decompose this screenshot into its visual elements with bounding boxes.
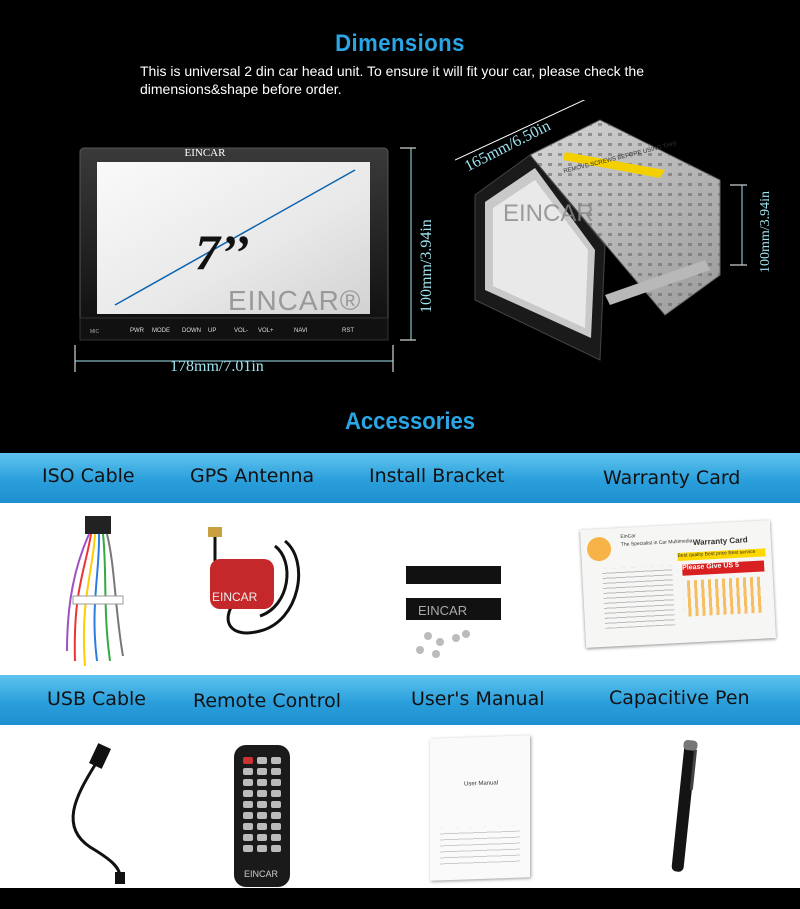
front-button-vol: VOL+	[258, 328, 274, 334]
remote-key	[271, 768, 281, 775]
gps-brand: EINCAR	[212, 590, 258, 604]
remote-key	[257, 823, 267, 830]
dimensions-intro: This is universal 2 din car head unit. T…	[140, 62, 700, 98]
intro-line-1: This is universal 2 din car head unit. T…	[140, 63, 644, 79]
mic-label: MIC	[90, 329, 100, 335]
accessory-band-1: ISO Cable GPS Antenna Install Bracket Wa…	[0, 453, 800, 503]
front-button-rst: RST	[342, 328, 354, 334]
remote-key	[243, 812, 253, 819]
usb-cable-image	[71, 743, 125, 884]
remote-key	[243, 779, 253, 786]
label-remote-control: Remote Control	[193, 690, 342, 712]
remote-key	[271, 845, 281, 852]
svg-text:EINCAR: EINCAR	[418, 603, 467, 618]
remote-key	[271, 834, 281, 841]
diagonal-indicator	[114, 169, 356, 306]
label-warranty-card: Warranty Card	[603, 467, 741, 489]
capacitive-pen-image	[671, 740, 698, 872]
remote-key	[243, 823, 253, 830]
warranty-best: Best quality Best price Best service	[677, 548, 766, 561]
remote-key	[271, 812, 281, 819]
label-install-bracket: Install Bracket	[369, 465, 505, 487]
side-brand-watermark: EINCAR	[503, 200, 594, 227]
height-dimension: 100mm/3.94in	[418, 219, 435, 313]
remote-key	[271, 779, 281, 786]
head-unit-front: MIC PWR MODE DOWN UP VOL- VOL+ NAVI RST	[74, 147, 416, 372]
remote-key	[271, 757, 281, 764]
flower-decoration	[586, 536, 612, 562]
width-dimension: 178mm/7.01in	[170, 358, 264, 375]
accessory-images-row-1: EINCAR EINCAR EinCar The Specialist in C…	[0, 503, 800, 675]
iso-cable-image	[66, 516, 124, 667]
side-height-dimension: 100mm/3.94in	[758, 190, 773, 273]
accessories-title: Accessories	[344, 408, 476, 435]
install-bracket-image: EINCAR	[406, 566, 501, 658]
remote-key	[257, 779, 267, 786]
remote-key	[243, 790, 253, 797]
label-capacitive-pen: Capacitive Pen	[609, 687, 750, 709]
remote-key	[257, 812, 267, 819]
remote-key	[257, 834, 267, 841]
warranty-company: EinCar	[620, 533, 636, 540]
label-iso-cable: ISO Cable	[42, 465, 135, 487]
front-button-vol: VOL-	[234, 328, 248, 334]
remote-key	[257, 801, 267, 808]
remote-key	[271, 790, 281, 797]
front-button-navi: NAVI	[294, 328, 308, 334]
warranty-tagline: The Specialist in Car Multimedia	[620, 538, 693, 548]
label-gps-antenna: GPS Antenna	[190, 465, 315, 487]
warranty-ribbon: Please Give US 5	[681, 560, 765, 576]
intro-line-2: dimensions&shape before order.	[140, 81, 342, 97]
remote-key	[271, 801, 281, 808]
users-manual-image: User Manual	[430, 735, 530, 881]
label-usb-cable: USB Cable	[47, 688, 146, 710]
front-button-up: UP	[208, 328, 216, 334]
screen-size-label: 7’’	[195, 224, 250, 280]
remote-key	[257, 757, 267, 764]
remote-control-image: EINCAR	[234, 745, 290, 887]
remote-key	[257, 790, 267, 797]
remote-key	[243, 757, 253, 764]
remote-key	[271, 823, 281, 830]
front-button-mode: MODE	[152, 328, 170, 334]
remote-key	[257, 845, 267, 852]
remote-key	[257, 768, 267, 775]
warranty-card-image: EinCar The Specialist in Car Multimedia …	[580, 520, 776, 648]
label-users-manual: User's Manual	[411, 688, 545, 710]
dimensions-title: Dimensions	[335, 30, 465, 57]
remote-key	[243, 801, 253, 808]
gps-antenna-image: EINCAR	[208, 527, 301, 635]
remote-key	[243, 834, 253, 841]
front-button-strip: MIC PWR MODE DOWN UP VOL- VOL+ NAVI RST	[90, 328, 354, 335]
remote-key	[243, 768, 253, 775]
remote-key	[243, 845, 253, 852]
remote-brand: EINCAR	[244, 869, 279, 879]
front-button-down: DOWN	[182, 328, 201, 334]
accessory-band-2: USB Cable Remote Control User's Manual C…	[0, 675, 800, 725]
warranty-heading: Warranty Card	[692, 535, 748, 548]
front-brand-badge: EINCAR	[184, 147, 226, 159]
manual-cover-title: User Manual	[464, 780, 499, 788]
head-unit-angled	[455, 100, 747, 361]
brand-watermark: EINCAR®	[228, 285, 362, 316]
accessory-images-row-2: EINCAR User Manual	[0, 725, 800, 888]
front-button-pwr: PWR	[130, 328, 145, 334]
